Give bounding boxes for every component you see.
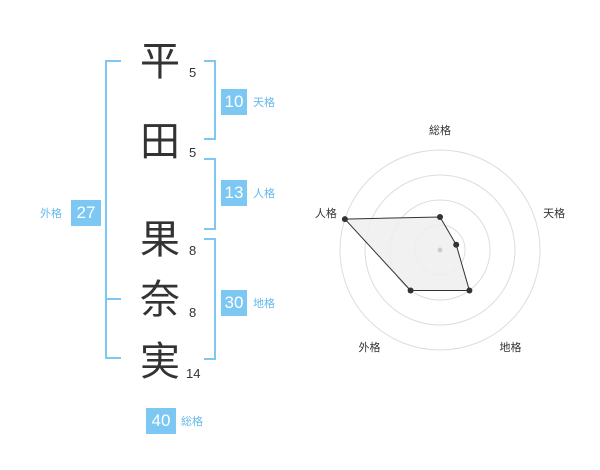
radar-axis-label-3: 地格 bbox=[500, 340, 522, 354]
jinkaku-bracket-bottom bbox=[204, 228, 216, 230]
gaikaku-label: 外格 bbox=[40, 207, 62, 220]
name-char-1: 平 bbox=[140, 39, 180, 85]
gaikaku-score-box: 27 bbox=[71, 200, 101, 226]
chikaku-score-box: 30 bbox=[221, 290, 247, 316]
radar-point-5 bbox=[341, 216, 348, 223]
stroke-count-3: 8 bbox=[189, 243, 197, 258]
radar-axis-label-1: 総格 bbox=[429, 123, 451, 137]
gaikaku-bracket-top bbox=[105, 60, 121, 62]
stroke-count-2: 5 bbox=[189, 145, 197, 160]
radar-axis-label-2: 天格 bbox=[543, 206, 565, 220]
name-char-5: 実 bbox=[140, 339, 180, 385]
gaikaku-bracket-mid bbox=[105, 298, 121, 300]
name-char-2: 田 bbox=[140, 119, 180, 165]
radar-point-1 bbox=[437, 214, 443, 220]
radar-point-2 bbox=[453, 241, 460, 248]
tenkaku-bracket-bottom bbox=[204, 138, 216, 140]
stroke-count-5: 14 bbox=[186, 366, 201, 381]
radar-axis-label-4: 外格 bbox=[359, 340, 381, 354]
name-char-4: 奈 bbox=[140, 277, 180, 323]
radar-ring-4 bbox=[339, 149, 541, 351]
soukaku-label: 総格 bbox=[181, 415, 203, 428]
jinkaku-bracket-vertical bbox=[214, 158, 216, 230]
radar-area bbox=[343, 216, 471, 291]
stroke-count-1: 5 bbox=[189, 65, 197, 80]
tenkaku-bracket-top bbox=[204, 60, 216, 62]
jinkaku-score-box: 13 bbox=[221, 180, 247, 206]
jinkaku-label: 人格 bbox=[253, 187, 275, 200]
radar-point-3 bbox=[466, 287, 473, 294]
soukaku-score-box: 40 bbox=[146, 408, 176, 434]
gaikaku-bracket-vertical bbox=[105, 60, 107, 359]
chikaku-bracket-top bbox=[204, 238, 216, 240]
chikaku-bracket-bottom bbox=[204, 358, 216, 360]
chikaku-bracket-vertical bbox=[214, 238, 216, 360]
radar-axis-label-5: 人格 bbox=[315, 206, 337, 220]
tenkaku-label: 天格 bbox=[253, 96, 275, 109]
tenkaku-bracket-vertical bbox=[214, 60, 216, 140]
jinkaku-bracket-top bbox=[204, 158, 216, 160]
radar-center-dot bbox=[437, 247, 443, 253]
chikaku-label: 地格 bbox=[253, 297, 275, 310]
radar-point-4 bbox=[407, 287, 414, 294]
name-char-3: 果 bbox=[140, 217, 180, 263]
tenkaku-score-box: 10 bbox=[221, 89, 247, 115]
stroke-count-4: 8 bbox=[189, 305, 197, 320]
radar-ring-3 bbox=[364, 174, 516, 326]
gaikaku-bracket-bottom bbox=[105, 357, 121, 359]
